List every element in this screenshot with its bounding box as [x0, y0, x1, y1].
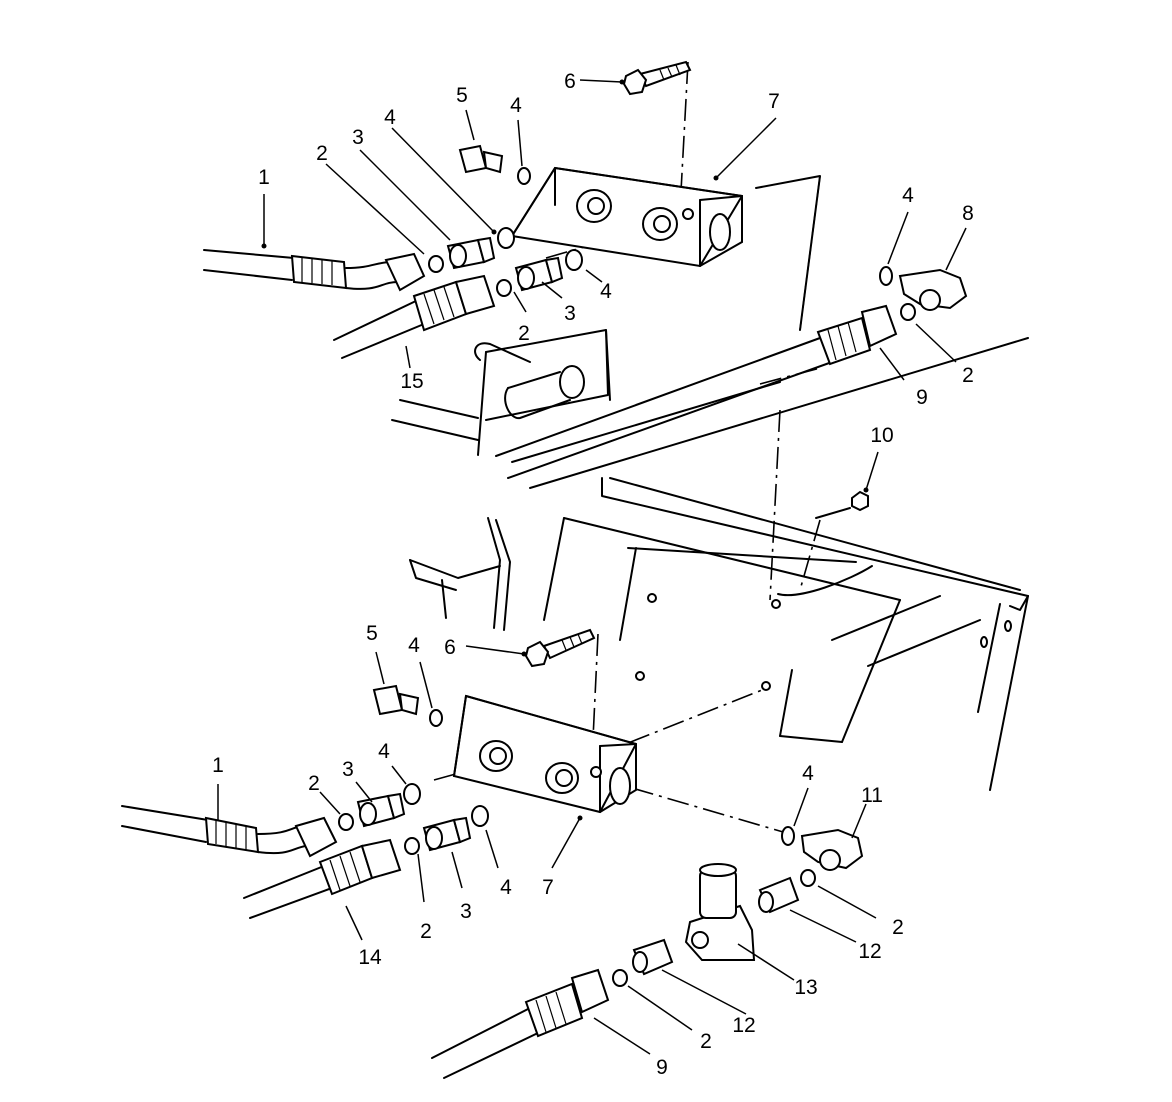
callout-6-lower: 6 — [444, 636, 456, 659]
callout-1-lower: 1 — [212, 754, 224, 777]
callout-2-lower-c: 2 — [892, 916, 904, 939]
callout-4-upper-d: 4 — [600, 280, 612, 303]
callout-4-upper-a: 4 — [384, 106, 396, 129]
callout-6-upper: 6 — [564, 70, 576, 93]
leader-lines — [217, 79, 967, 1055]
callout-13: 13 — [794, 976, 817, 999]
callout-4-upper-c: 4 — [902, 184, 914, 207]
callout-2-lower-a: 2 — [308, 772, 320, 795]
callout-7-upper: 7 — [768, 90, 780, 113]
upper-hose-9 — [495, 304, 898, 479]
lower-hose-1 — [121, 805, 338, 858]
callout-4-upper-b: 4 — [510, 94, 522, 117]
lower-hose-9 — [431, 968, 610, 1079]
callout-4-lower-a: 4 — [408, 634, 420, 657]
upper-hose-1 — [203, 249, 426, 292]
callout-14: 14 — [358, 946, 382, 969]
callout-3-upper-b: 3 — [564, 302, 576, 325]
callout-1-upper: 1 — [258, 166, 270, 189]
callout-4-lower-c: 4 — [802, 762, 814, 785]
callout-4-lower-b: 4 — [378, 740, 390, 763]
upper-bolt — [622, 60, 692, 96]
callout-8: 8 — [962, 202, 974, 225]
lower-hose-14 — [243, 838, 402, 919]
upper-manifold-block — [510, 166, 743, 268]
callout-9-lower: 9 — [656, 1056, 668, 1079]
callout-5-upper: 5 — [456, 84, 468, 107]
callout-2-lower-b: 2 — [420, 920, 432, 943]
centerlines — [433, 61, 821, 835]
callout-12-upper: 12 — [858, 940, 881, 963]
callout-12-lower: 12 — [732, 1014, 755, 1037]
callout-3-lower-b: 3 — [460, 900, 472, 923]
callout-4-lower-d: 4 — [500, 876, 512, 899]
callout-2-upper-c: 2 — [962, 364, 974, 387]
frame-structure — [391, 175, 1029, 791]
lower-manifold-block — [452, 694, 637, 814]
callout-11: 11 — [861, 784, 883, 807]
callout-2-lower-d: 2 — [700, 1030, 712, 1053]
callout-7-lower: 7 — [542, 876, 554, 899]
callout-15: 15 — [400, 370, 423, 393]
callout-labels: 1 2 3 4 5 4 6 7 4 8 2 3 4 15 9 2 10 5 6 … — [212, 70, 974, 1079]
callout-10: 10 — [870, 424, 893, 447]
callout-5-lower: 5 — [366, 622, 378, 645]
callout-3-lower-a: 3 — [342, 758, 354, 781]
callout-2-upper-b: 2 — [518, 322, 530, 345]
callout-3-upper: 3 — [352, 126, 364, 149]
upper-hose-15 — [333, 274, 496, 359]
callout-2-upper: 2 — [316, 142, 328, 165]
callout-9-upper: 9 — [916, 386, 928, 409]
lower-fittings — [338, 684, 864, 987]
lower-bolt — [524, 628, 596, 668]
